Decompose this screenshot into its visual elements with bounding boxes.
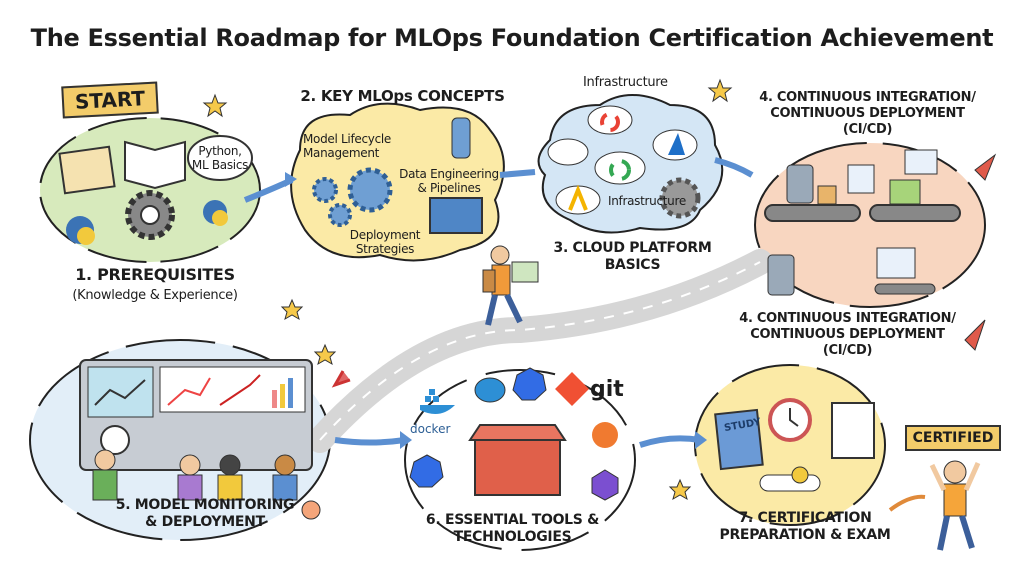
cicd-bottom-title: 4. CONTINUOUS INTEGRATION/ CONTINUOUS DE… [730, 311, 965, 359]
certification-title-line2: PREPARATION & EXAM [719, 527, 891, 543]
infrastructure-top-label: Infrastructure [583, 75, 668, 90]
monitoring-title-line2: & DEPLOYMENT [145, 514, 265, 530]
concept-model-lifecycle: Model Lifecycle Management [303, 132, 391, 160]
tools-title-line1: 6. ESSENTIAL TOOLS & [425, 512, 600, 528]
cicd-top-title: 4. CONTINUOUS INTEGRATION/ CONTINUOUS DE… [750, 90, 985, 138]
code-window-icon [876, 247, 916, 279]
gear-icon [659, 177, 701, 219]
cicd-bottom-line1: 4. CONTINUOUS INTEGRATION/ [739, 311, 956, 326]
celebrating-person [929, 460, 981, 551]
prerequisites-title: 1. PREREQUISITES [75, 265, 235, 284]
certificate-icon [58, 145, 116, 195]
hiker-figure [482, 245, 539, 326]
cicd-bottom-line2: CONTINUOUS DEPLOYMENT [750, 327, 945, 342]
cloud-icon [547, 138, 589, 166]
tool-icon [592, 422, 618, 448]
concept-deployment-strategies: Deployment Strategies [345, 228, 425, 256]
monitoring-title: 5. MODEL MONITORING & DEPLOYMENT [105, 497, 305, 531]
tools-title: 6. ESSENTIAL TOOLS & TECHNOLOGIES [400, 512, 625, 546]
prereq-bubble-line1: Python, [198, 144, 242, 158]
certified-banner: CERTIFIED [905, 425, 1001, 451]
conveyor-belt [874, 283, 936, 295]
cloud-title-line2: BASICS [604, 257, 661, 273]
monitoring-title-line1: 5. MODEL MONITORING [115, 497, 295, 513]
star-decorations [202, 78, 733, 501]
cloud-title-line1: 3. CLOUD PLATFORM [553, 240, 712, 256]
rocket-icon [964, 319, 986, 351]
concept-item1-line1: Model Lifecycle [303, 132, 391, 146]
python-logo-icon [66, 216, 95, 245]
container-icon [429, 197, 483, 234]
conveyor-belt [869, 204, 961, 222]
docker-icon [420, 405, 455, 414]
conveyor-belt [764, 204, 861, 222]
checklist-icon [831, 402, 875, 459]
tool-icon [591, 469, 619, 501]
prerequisites-subtitle: (Knowledge & Experience) [72, 288, 238, 303]
concept-item2-line2: & Pipelines [417, 181, 481, 195]
certification-title: 7. CERTIFICATION PREPARATION & EXAM [715, 510, 895, 544]
book-icon [124, 140, 186, 190]
clock-icon [301, 500, 321, 520]
cicd-top-line3: (CI/CD) [842, 122, 893, 137]
cicd-top-line2: CONTINUOUS DEPLOYMENT [770, 106, 965, 121]
diploma-icon [759, 474, 821, 492]
cloud-title: 3. CLOUD PLATFORM BASICS [545, 240, 720, 274]
cicd-top-line1: 4. CONTINUOUS INTEGRATION/ [759, 90, 976, 105]
rocket-icon [974, 153, 997, 181]
certification-title-line1: 7. CERTIFICATION [738, 510, 872, 526]
git-icon [555, 372, 589, 406]
road-arrow [331, 370, 351, 388]
team-figures [92, 449, 298, 501]
gear-icon [312, 177, 338, 203]
concept-item3-line1: Deployment [349, 228, 421, 242]
database-icon [451, 117, 471, 159]
chart-window-icon [904, 149, 938, 175]
gear-icon [347, 167, 393, 213]
page-title: The Essential Roadmap for MLOps Foundati… [30, 24, 994, 52]
python-logo-icon [203, 200, 228, 226]
toolbox-icon [474, 439, 561, 496]
concept-item2-line1: Data Engineering [399, 167, 499, 181]
package-icon [817, 185, 837, 205]
arrow-2-3 [499, 169, 536, 178]
kubernetes-icon [409, 454, 444, 488]
infrastructure-inner-label: Infrastructure [608, 194, 686, 208]
study-book-icon [714, 408, 764, 471]
docker-label: docker [410, 422, 451, 436]
code-icon [889, 179, 921, 205]
cloud-tool-icon [474, 377, 506, 403]
arrow-5-6 [334, 437, 406, 446]
thought-bubble [187, 135, 253, 181]
tools-title-line2: TECHNOLOGIES [453, 529, 572, 545]
concepts-title: 2. KEY MLOps CONCEPTS [300, 87, 505, 105]
arrow-7-certified [888, 494, 926, 512]
prereq-bubble-line2: ML Basics [191, 158, 249, 172]
document-icon [847, 164, 875, 194]
prereq-bubble-text: Python, ML Basics [190, 144, 250, 172]
concept-item1-line2: Management [303, 146, 380, 160]
gauge-dial [100, 425, 130, 455]
google-cloud-icon [594, 151, 646, 185]
concept-data-engineering: Data Engineering & Pipelines [395, 167, 503, 195]
google-cloud-icon [587, 105, 633, 135]
start-banner: START [61, 81, 159, 119]
robot-icon [786, 164, 814, 204]
arrow-6-7 [639, 435, 701, 448]
kubernetes-icon [512, 367, 547, 401]
concept-item3-line2: Strategies [355, 242, 415, 256]
cicd-bottom-line3: (CI/CD) [822, 343, 873, 358]
arrow-3-4 [714, 157, 754, 178]
gear-icon [328, 203, 352, 227]
git-label: git [590, 377, 624, 402]
robot-icon [767, 254, 795, 296]
